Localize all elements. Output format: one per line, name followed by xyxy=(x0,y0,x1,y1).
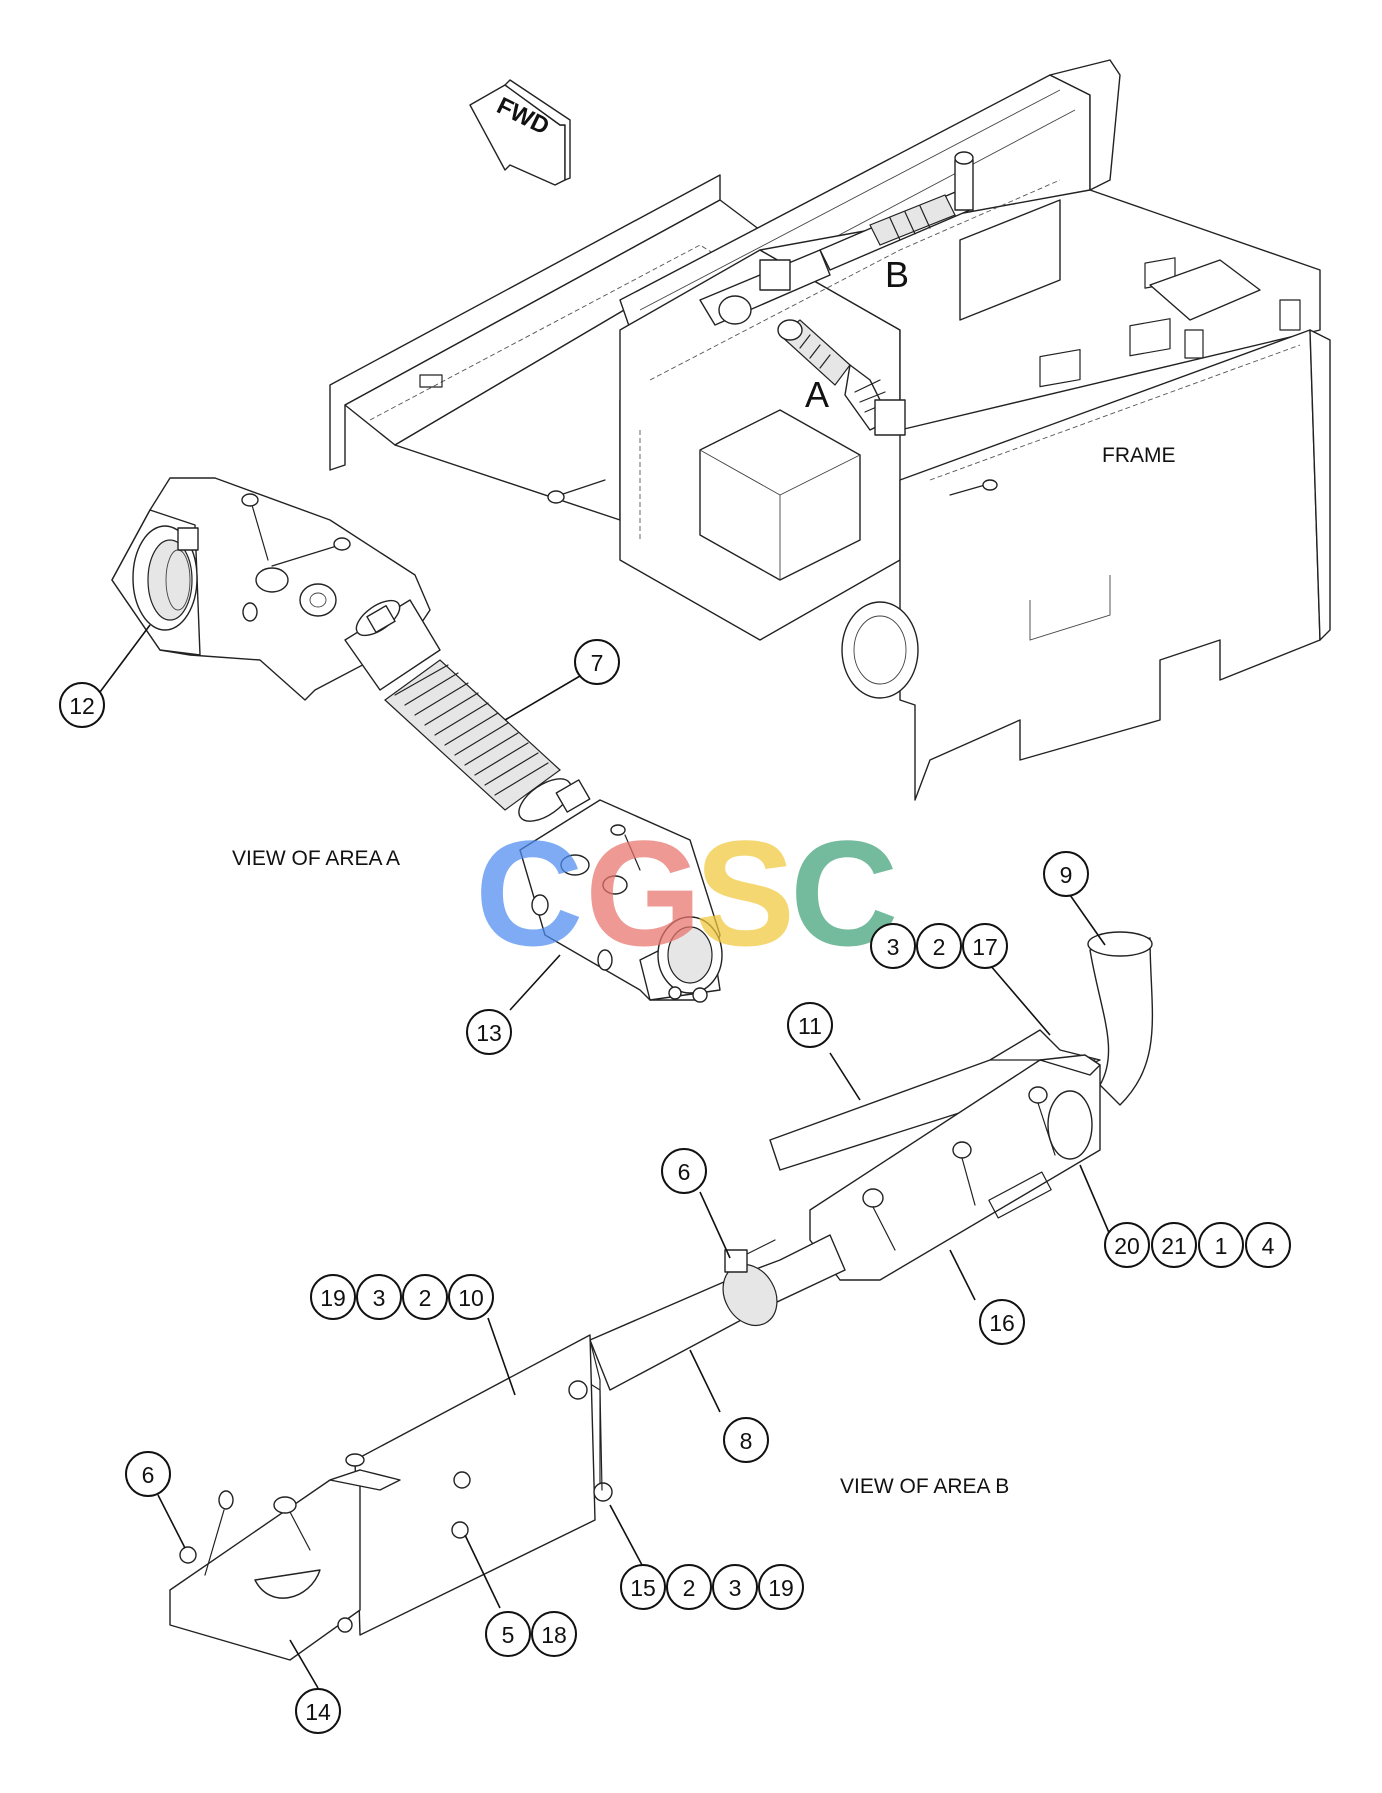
callout-bubble xyxy=(485,1611,531,1657)
part-number: 3 xyxy=(373,1285,386,1311)
callout-15-2-3-19: 15 2 3 19 xyxy=(620,1564,804,1610)
callout-14: 14 xyxy=(295,1688,341,1734)
callout-bubble xyxy=(620,1564,666,1610)
part-16-air-box xyxy=(809,1054,1101,1281)
part-number: 5 xyxy=(502,1622,515,1648)
callout-7: 7 xyxy=(574,639,620,685)
frame-hose-b xyxy=(699,151,974,326)
part-13-outlet-housing xyxy=(519,799,723,1003)
part-number: 3 xyxy=(887,934,900,960)
part-number: 11 xyxy=(798,1013,822,1039)
area-b-marker: B xyxy=(885,254,909,295)
frame-label: FRAME xyxy=(1102,444,1176,467)
part-number: 6 xyxy=(142,1462,155,1488)
callout-bubble xyxy=(448,1274,494,1320)
callout-bubble xyxy=(916,923,962,969)
watermark-letter-1: C xyxy=(475,809,583,977)
part-number: 21 xyxy=(1161,1233,1187,1259)
frame-hose-a xyxy=(777,319,906,436)
part-number: 19 xyxy=(768,1575,794,1601)
callout-bubble xyxy=(531,1611,577,1657)
part-number: 2 xyxy=(683,1575,696,1601)
part-number: 17 xyxy=(972,934,998,960)
callout-bubble xyxy=(979,1299,1025,1345)
callout-bubble xyxy=(666,1564,712,1610)
callout-bubble xyxy=(466,1009,512,1055)
callout-5-18: 5 18 xyxy=(485,1611,577,1657)
callout-bubble xyxy=(723,1417,769,1463)
callout-bubble xyxy=(870,923,916,969)
cgsc-watermark: C G S C xyxy=(475,809,898,977)
part-number: 3 xyxy=(729,1575,742,1601)
callout-bubble xyxy=(1245,1222,1291,1268)
callout-bubble xyxy=(712,1564,758,1610)
part-number: 6 xyxy=(678,1159,691,1185)
part-number: 2 xyxy=(933,934,946,960)
part-number: 1 xyxy=(1215,1233,1228,1259)
callout-bubble xyxy=(125,1451,171,1497)
callout-bubble xyxy=(787,1002,833,1048)
callout-bubble xyxy=(356,1274,402,1320)
part-number: 16 xyxy=(989,1310,1015,1336)
part-number: 12 xyxy=(69,693,95,719)
part-number: 7 xyxy=(591,650,604,676)
part-number: 10 xyxy=(458,1285,484,1311)
callout-bubble xyxy=(962,923,1008,969)
callout-bubble xyxy=(1104,1222,1150,1268)
part-number: 20 xyxy=(1114,1233,1140,1259)
part-number: 4 xyxy=(1262,1233,1275,1259)
forward-direction-arrow: FWD xyxy=(469,79,571,186)
part-number: 15 xyxy=(630,1575,656,1601)
callout-bubble xyxy=(661,1148,707,1194)
frame-assembly xyxy=(329,59,1331,801)
part-7-flexible-hose xyxy=(344,599,591,822)
callout-8: 8 xyxy=(723,1417,769,1463)
watermark-letter-2: G xyxy=(585,809,702,977)
part-number: 13 xyxy=(476,1020,502,1046)
part-number: 19 xyxy=(320,1285,346,1311)
part-number: 9 xyxy=(1060,862,1073,888)
callout-9: 9 xyxy=(1043,851,1089,897)
callout-13: 13 xyxy=(466,1009,512,1055)
callout-bubble xyxy=(59,682,105,728)
callout-bubble xyxy=(758,1564,804,1610)
part-10-bracket-plate xyxy=(354,1334,613,1636)
callout-20-21-1-4: 20 21 1 4 xyxy=(1104,1222,1291,1268)
callout-bubble xyxy=(295,1688,341,1734)
callout-bubble xyxy=(402,1274,448,1320)
callout-6-bottom: 6 xyxy=(125,1451,171,1497)
callout-bubble xyxy=(574,639,620,685)
callout-6-top: 6 xyxy=(661,1148,707,1194)
callout-bubble xyxy=(1151,1222,1197,1268)
part-9-elbow xyxy=(1087,931,1154,1106)
view-area-b-caption: VIEW OF AREA B xyxy=(840,1475,1009,1498)
leader-lines xyxy=(99,624,1111,1689)
callout-12: 12 xyxy=(59,682,105,728)
watermark-letter-3: S xyxy=(695,809,795,977)
callout-3-2-17: 3 2 17 xyxy=(870,923,1008,969)
callout-11: 11 xyxy=(787,1002,833,1048)
callout-bubble xyxy=(310,1274,356,1320)
part-number: 14 xyxy=(305,1699,331,1725)
callout-bubble xyxy=(1043,851,1089,897)
callout-16: 16 xyxy=(979,1299,1025,1345)
part-number: 18 xyxy=(541,1622,567,1648)
part-number: 8 xyxy=(740,1428,753,1454)
part-number: 2 xyxy=(419,1285,432,1311)
area-a-marker: A xyxy=(805,374,829,415)
part-14-inlet-end xyxy=(169,1453,401,1661)
part-8-air-tube xyxy=(589,1234,846,1391)
callout-19-3-2-10: 19 3 2 10 xyxy=(310,1274,494,1320)
callout-bubble xyxy=(1198,1222,1244,1268)
view-area-a-caption: VIEW OF AREA A xyxy=(232,847,400,870)
